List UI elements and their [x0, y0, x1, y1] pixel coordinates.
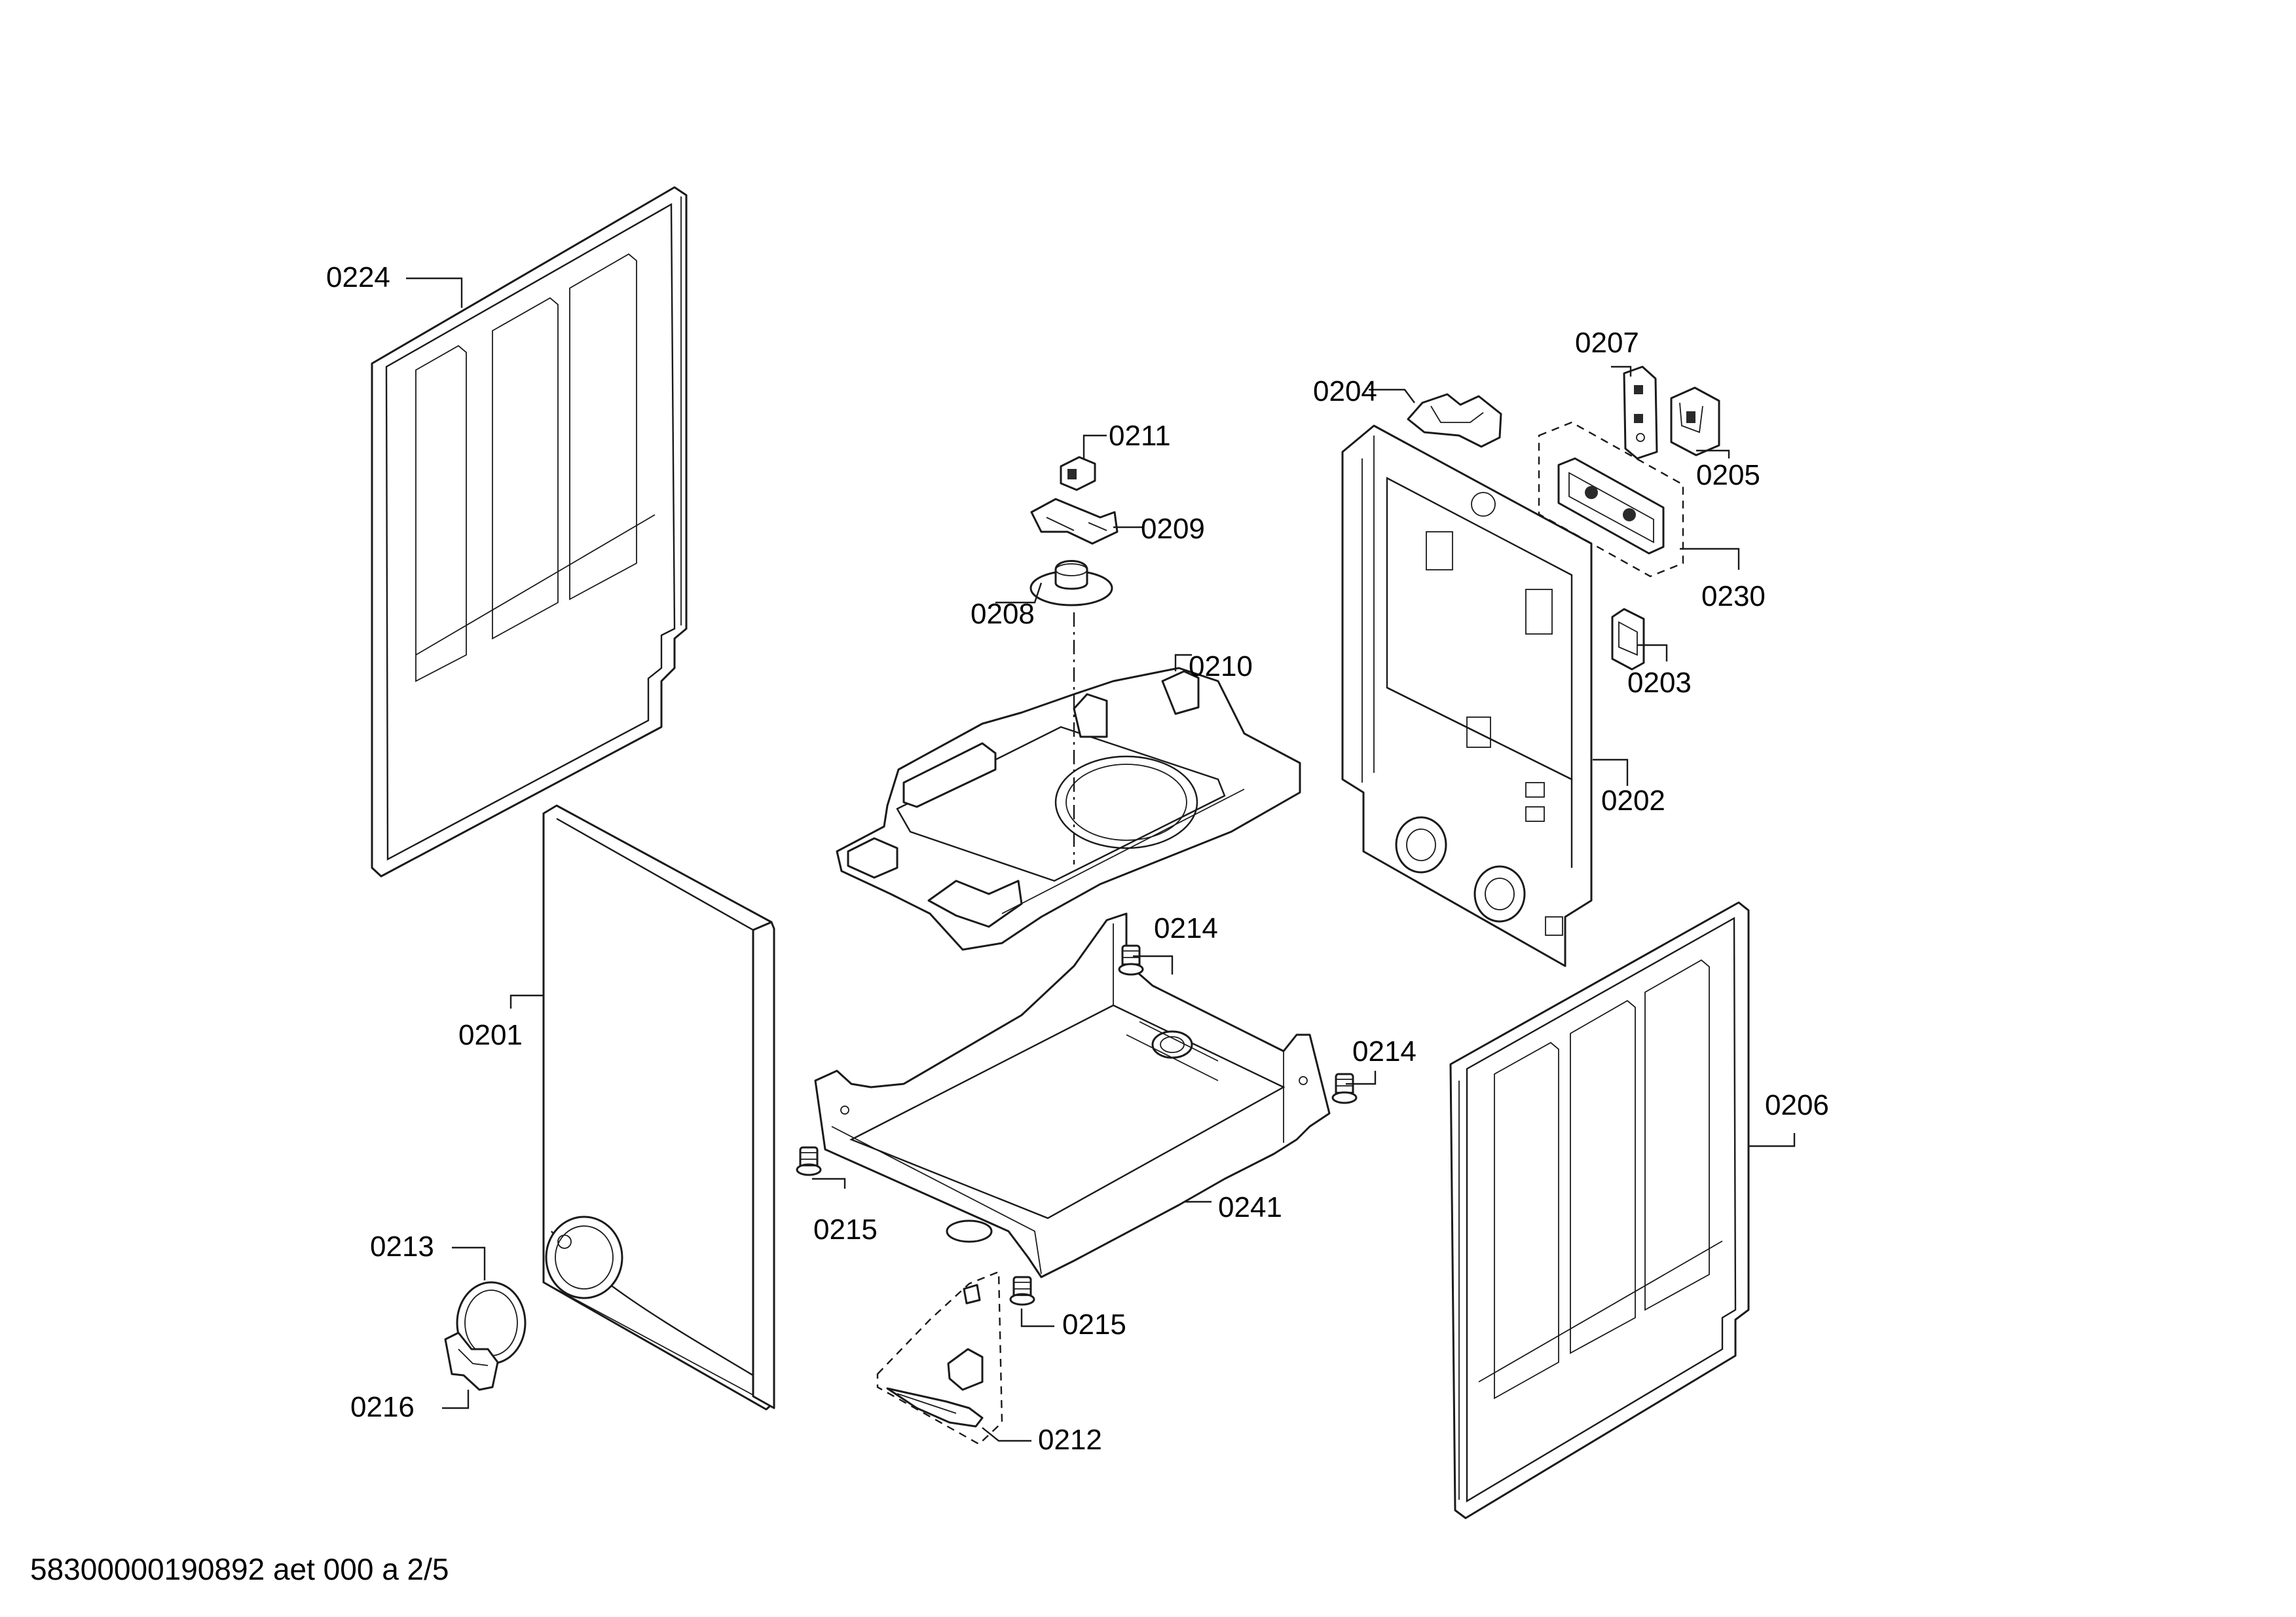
part-0205-connector[interactable]	[1670, 386, 1720, 456]
part-0204-clip[interactable]	[1407, 393, 1502, 448]
label-0202: 0202	[1601, 785, 1665, 817]
part-0212-leveling-kit[interactable]	[876, 1271, 1003, 1445]
label-0214-top: 0214	[1154, 912, 1218, 944]
label-0241: 0241	[1218, 1191, 1282, 1223]
part-0216-clip[interactable]	[444, 1331, 499, 1391]
part-0230-control-board[interactable]	[1538, 421, 1684, 578]
part-0213-cover[interactable]	[456, 1281, 527, 1365]
label-0216: 0216	[350, 1391, 415, 1423]
part-0224-rear-panel[interactable]	[371, 186, 688, 878]
part-0214-foot-top[interactable]	[1118, 944, 1144, 976]
label-0210: 0210	[1189, 650, 1253, 682]
label-0211: 0211	[1109, 420, 1171, 452]
part-0203-switch[interactable]	[1611, 608, 1645, 671]
part-0201-front-panel[interactable]	[542, 804, 775, 1411]
label-0207: 0207	[1575, 327, 1639, 359]
label-0209: 0209	[1141, 513, 1205, 545]
part-0209-holder[interactable]	[1030, 498, 1119, 545]
document-code: 58300000190892 aet 000 a 2/5	[30, 1552, 449, 1586]
part-0202-rear-frame[interactable]	[1341, 424, 1593, 967]
part-0210-top-tray[interactable]	[836, 667, 1301, 951]
part-0206-side-panel[interactable]	[1449, 901, 1750, 1519]
label-0208: 0208	[971, 598, 1035, 630]
label-0214-right: 0214	[1352, 1035, 1416, 1068]
label-0224: 0224	[326, 261, 390, 293]
label-0215-bottom: 0215	[1062, 1309, 1126, 1341]
label-0230: 0230	[1701, 580, 1766, 612]
label-0215-left: 0215	[813, 1214, 878, 1246]
label-0213: 0213	[370, 1231, 434, 1263]
leader-lines	[406, 277, 1796, 1442]
part-0214-foot-right[interactable]	[1331, 1073, 1358, 1104]
part-0241-base-frame[interactable]	[814, 912, 1331, 1278]
part-0207-bracket[interactable]	[1623, 365, 1658, 460]
label-0206: 0206	[1765, 1089, 1829, 1121]
label-0203: 0203	[1627, 667, 1692, 699]
label-0201: 0201	[458, 1019, 523, 1051]
part-0215-foot-left[interactable]	[796, 1146, 822, 1176]
label-0204: 0204	[1313, 375, 1377, 407]
part-0211-clip[interactable]	[1060, 456, 1096, 491]
label-0205: 0205	[1696, 459, 1760, 491]
label-0212: 0212	[1038, 1424, 1102, 1456]
part-0215-foot-bottom[interactable]	[1009, 1276, 1035, 1306]
part-0208-cap[interactable]	[1029, 560, 1113, 606]
